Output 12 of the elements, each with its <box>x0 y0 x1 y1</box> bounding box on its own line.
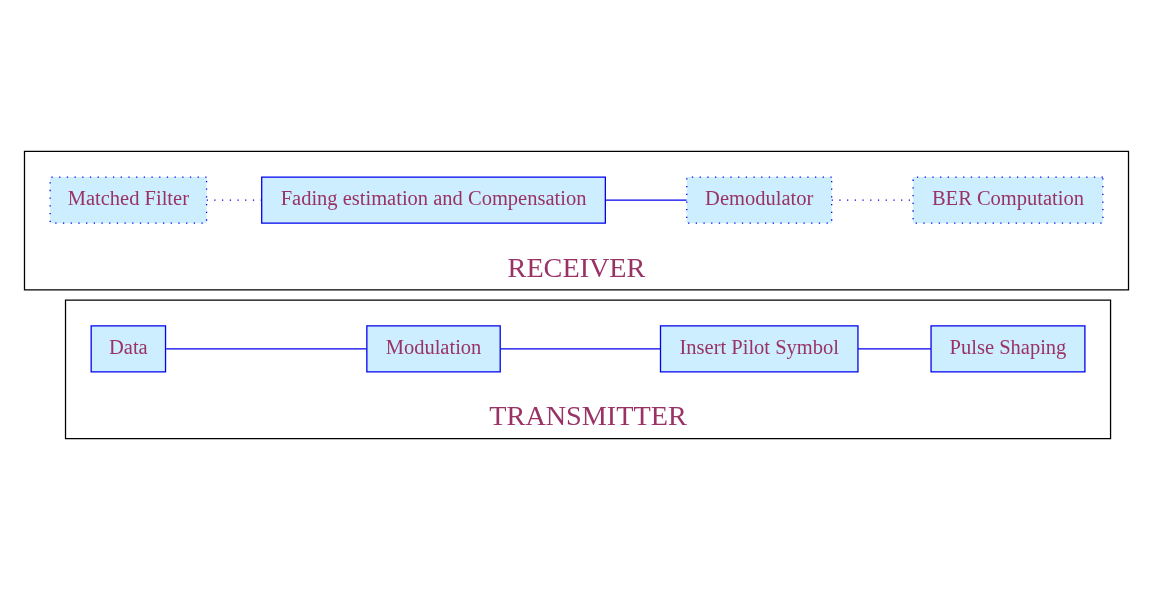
node-box: Pulse Shaping <box>930 325 1086 373</box>
node-box: Insert Pilot Symbol <box>659 325 859 373</box>
connector <box>499 348 661 350</box>
node-box: Data <box>90 325 167 373</box>
connector <box>604 199 688 201</box>
node-box: Fading estimation and Compensation <box>261 176 606 224</box>
node-box: Matched Filter <box>49 176 208 224</box>
connector <box>857 348 932 350</box>
node-box: Modulation <box>366 325 501 373</box>
connector <box>165 348 367 350</box>
node-box: BER Computation <box>912 176 1104 224</box>
node-box: Demodulator <box>686 176 833 224</box>
